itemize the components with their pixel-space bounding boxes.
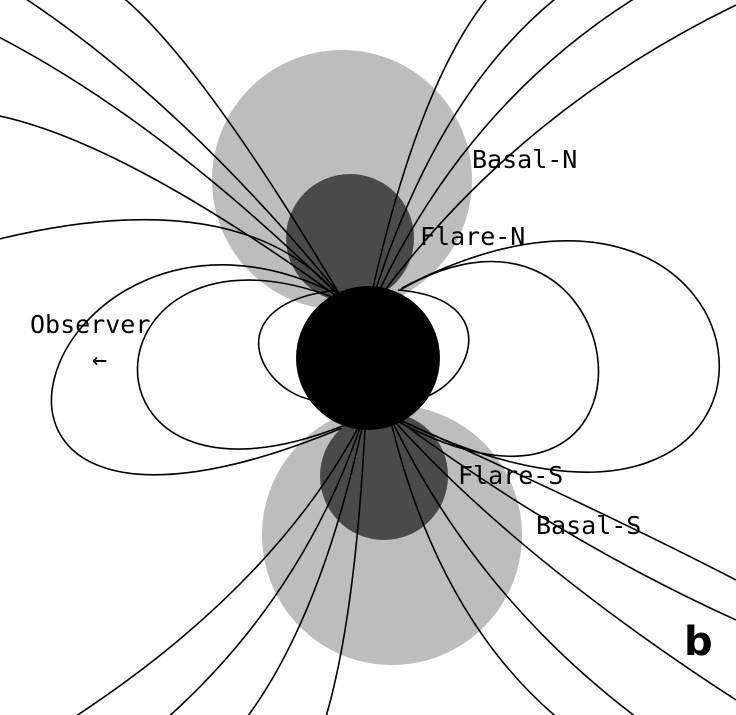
field-line bbox=[325, 427, 366, 715]
field-line bbox=[377, 0, 634, 294]
field-lines-south-right bbox=[391, 419, 736, 715]
observer-arrow-icon: ← bbox=[92, 345, 107, 374]
field-line bbox=[0, 36, 339, 296]
field-loop bbox=[136, 279, 346, 450]
field-line bbox=[381, 4, 736, 295]
field-lines-north-left bbox=[0, 0, 341, 298]
field-line bbox=[394, 421, 736, 701]
field-line bbox=[247, 427, 363, 715]
field-lines-south-left bbox=[76, 427, 366, 715]
field-line bbox=[26, 0, 341, 296]
field-line bbox=[374, 0, 556, 293]
field-lines-north-right bbox=[371, 0, 736, 295]
field-line bbox=[399, 419, 736, 581]
label-flare-n: Flare-N bbox=[420, 222, 525, 251]
label-observer: Observer bbox=[30, 310, 150, 339]
field-line bbox=[76, 427, 359, 715]
panel-letter: b bbox=[684, 619, 713, 665]
field-line bbox=[0, 218, 341, 298]
star bbox=[296, 286, 440, 430]
field-line bbox=[391, 425, 556, 715]
field-line bbox=[371, 0, 488, 293]
label-flare-s: Flare-S bbox=[458, 461, 563, 490]
field-loop bbox=[50, 264, 343, 476]
field-line bbox=[393, 424, 635, 715]
field-line bbox=[169, 427, 361, 715]
field-line bbox=[397, 419, 736, 621]
field-line bbox=[124, 0, 341, 296]
label-basal-n: Basal-N bbox=[472, 145, 577, 174]
field-loop bbox=[399, 240, 721, 473]
label-basal-s: Basal-S bbox=[536, 511, 641, 540]
flare-s-region bbox=[320, 412, 448, 540]
field-loop bbox=[394, 260, 600, 457]
field-line bbox=[0, 115, 339, 298]
emission-regions bbox=[212, 50, 522, 665]
